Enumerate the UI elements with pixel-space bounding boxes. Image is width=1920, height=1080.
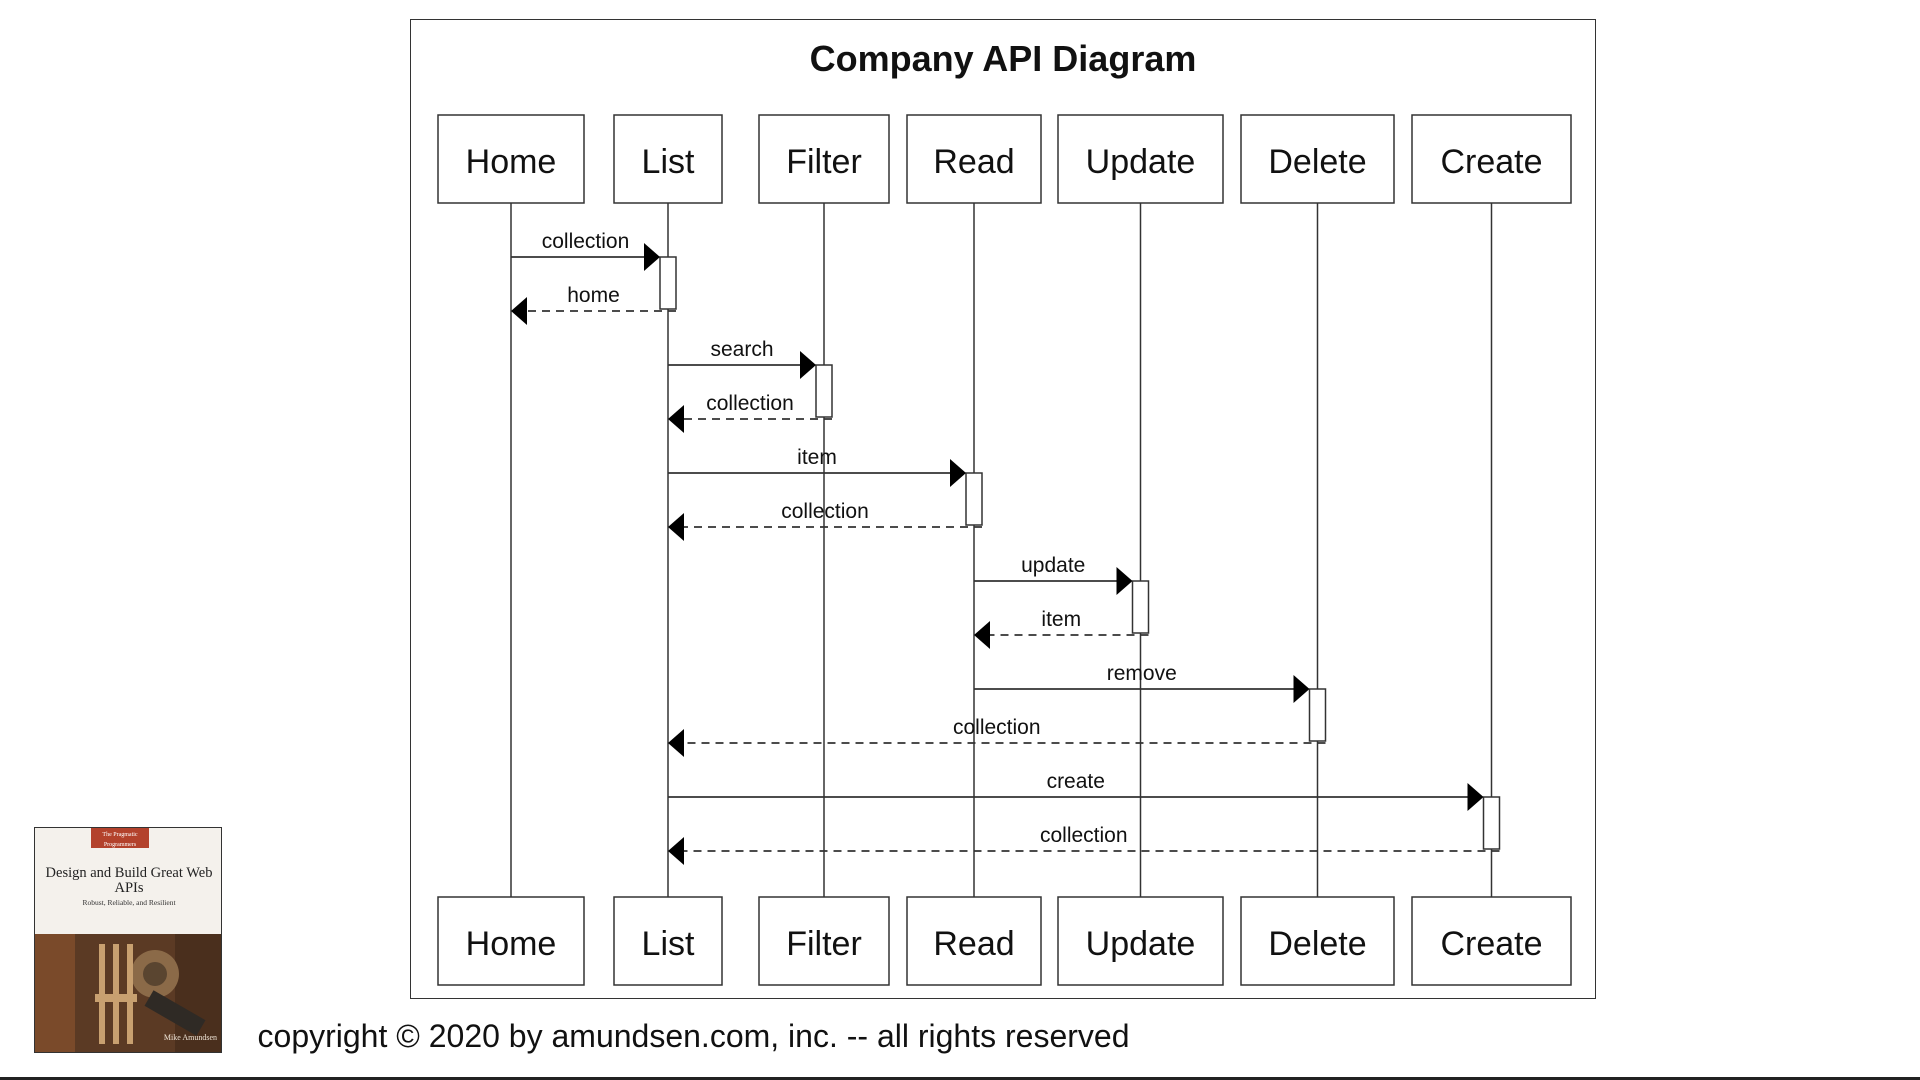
participant-label-bottom-update: Update [1086,925,1196,963]
participant-box-bottom-filter [758,896,890,986]
message-label: home [567,284,620,307]
arrowhead [1467,783,1484,811]
cover-tools-image [35,934,221,1052]
message-label: item [797,446,837,469]
book-title: Design and Build Great Web APIs [45,865,213,896]
publisher-name: The Pragmatic Programmers [102,832,138,848]
participant-label-top-create: Create [1440,143,1542,181]
arrowhead [1116,567,1133,595]
participant-box-bottom-create [1411,896,1572,986]
participant-box-bottom-update [1057,896,1224,986]
activation-box [965,472,983,526]
participant-label-bottom-filter: Filter [786,925,862,963]
arrowhead [950,459,966,487]
book-author: Mike Amundsen [163,1033,217,1042]
arrowhead [1293,675,1310,703]
activation-box [1308,688,1327,742]
participant-label-bottom-create: Create [1440,925,1542,963]
participant-label-top-delete: Delete [1268,143,1366,181]
bottom-divider [0,1077,1920,1080]
activation-box [659,256,677,310]
book-cover-thumbnail[interactable]: The Pragmatic Programmers Design and Bui… [34,827,222,1053]
message-label: collection [542,230,630,253]
arrowhead [668,513,684,541]
message-label: search [710,338,773,361]
participant-label-bottom-read: Read [933,925,1014,963]
activation-box [1131,580,1150,634]
participant-box-bottom-read [906,896,1042,986]
copyright-footer: copyright © 2020 by amundsen.com, inc. -… [257,1018,1130,1054]
participant-label-bottom-delete: Delete [1268,925,1366,963]
participant-label-top-update: Update [1086,143,1196,181]
arrowhead [974,621,990,649]
message-label: create [1047,770,1105,793]
message-label: collection [706,392,794,415]
activation-box [1482,796,1501,850]
message-label: collection [781,500,869,523]
participant-box-top-filter [758,114,890,204]
participant-label-bottom-home: Home [466,925,557,963]
diagram-title: Company API Diagram [809,38,1197,79]
message-label: update [1021,554,1085,577]
publisher-logo: The Pragmatic Programmers [91,828,149,848]
participant-box-top-home [437,114,585,204]
participant-box-bottom-delete [1240,896,1395,986]
participant-box-bottom-home [437,896,585,986]
participant-box-top-read [906,114,1042,204]
participant-label-top-list: List [642,143,695,181]
message-label: item [1041,608,1081,631]
arrowhead [511,297,527,325]
arrowhead [644,243,660,271]
book-subtitle: Robust, Reliable, and Resilient [82,898,176,907]
participant-label-top-filter: Filter [786,143,862,181]
message-label: collection [1040,824,1128,847]
participant-box-bottom-list [613,896,723,986]
participant-box-top-update [1057,114,1224,204]
activation-box [815,364,833,418]
participant-box-top-create [1411,114,1572,204]
participant-box-top-delete [1240,114,1395,204]
participant-label-bottom-list: List [642,925,695,963]
arrowhead [800,351,816,379]
arrowhead [668,729,684,757]
participant-label-top-home: Home [466,143,557,181]
message-label: collection [953,716,1041,739]
message-label: remove [1107,662,1177,685]
participant-box-top-list [613,114,723,204]
arrowhead [668,405,684,433]
participant-label-top-read: Read [933,143,1014,181]
arrowhead [668,837,684,865]
